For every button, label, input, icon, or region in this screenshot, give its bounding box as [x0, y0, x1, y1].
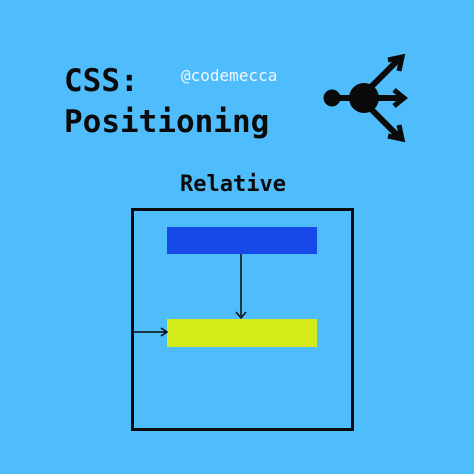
positioning-type-label: Relative: [180, 172, 286, 197]
network-share-icon: [323, 53, 409, 143]
logo-arrow-down: [387, 124, 406, 143]
title-line-1: CSS:: [64, 63, 139, 99]
title-line-2: Positioning: [64, 104, 270, 140]
logo-branch-down: [359, 97, 401, 139]
container-frame: [131, 208, 354, 431]
logo-arrow-right: [392, 88, 409, 108]
logo-branch-up: [359, 57, 401, 99]
social-handle: @codemecca: [181, 66, 278, 85]
logo-arrow-up: [387, 53, 406, 72]
